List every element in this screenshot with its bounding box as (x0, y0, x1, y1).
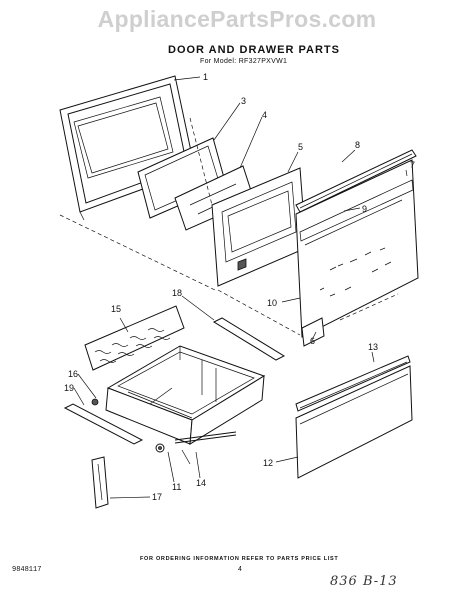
panel-texture (319, 247, 392, 297)
callout-19: 19 (64, 383, 74, 393)
callout-6: 6 (310, 336, 315, 346)
ordering-note: FOR ORDERING INFORMATION REFER TO PARTS … (140, 556, 339, 562)
part-8-trim-strip (295, 149, 417, 213)
handwritten-note: 836 B-13 (330, 574, 398, 589)
model-line: For Model: RF327PXVW1 (200, 58, 288, 65)
part-14-drawer (105, 345, 266, 445)
callout-7: 7 (410, 160, 415, 170)
callout-11: 11 (172, 482, 181, 492)
part-17-handle (91, 456, 109, 509)
callout-18: 18 (172, 288, 182, 298)
callout-numbers: 1 3 4 5 7 8 9 10 6 15 18 16 19 11 14 13 … (64, 72, 415, 502)
callout-1: 1 (203, 72, 208, 82)
diagram-title: DOOR AND DRAWER PARTS (168, 44, 340, 56)
part-15-vent-panel (84, 305, 185, 371)
watermark: AppliancePartsPros.com (97, 6, 377, 32)
callout-14: 14 (196, 478, 206, 488)
part-11-roller (155, 443, 165, 453)
page-number: 4 (238, 566, 242, 573)
callout-10: 10 (267, 298, 277, 308)
callout-16: 16 (68, 369, 78, 379)
part-10-door-panel (295, 159, 419, 347)
callout-15: 15 (111, 304, 121, 314)
callout-17: 17 (152, 492, 162, 502)
part-16-glide (63, 398, 144, 445)
callout-5: 5 (298, 142, 303, 152)
callout-8: 8 (355, 140, 360, 150)
drawer-rails (174, 431, 237, 465)
part-13-drawer-trim (295, 355, 411, 412)
assembly-guide-lines (59, 117, 301, 336)
callout-leaders (73, 76, 408, 499)
part-12-drawer-front (295, 365, 413, 479)
callout-12: 12 (263, 458, 273, 468)
part-18-rail (212, 317, 286, 361)
document-code: 9848117 (12, 566, 42, 574)
callout-13: 13 (368, 342, 378, 352)
callout-3: 3 (241, 96, 246, 106)
callout-4: 4 (262, 110, 267, 120)
callout-9: 9 (362, 204, 367, 214)
